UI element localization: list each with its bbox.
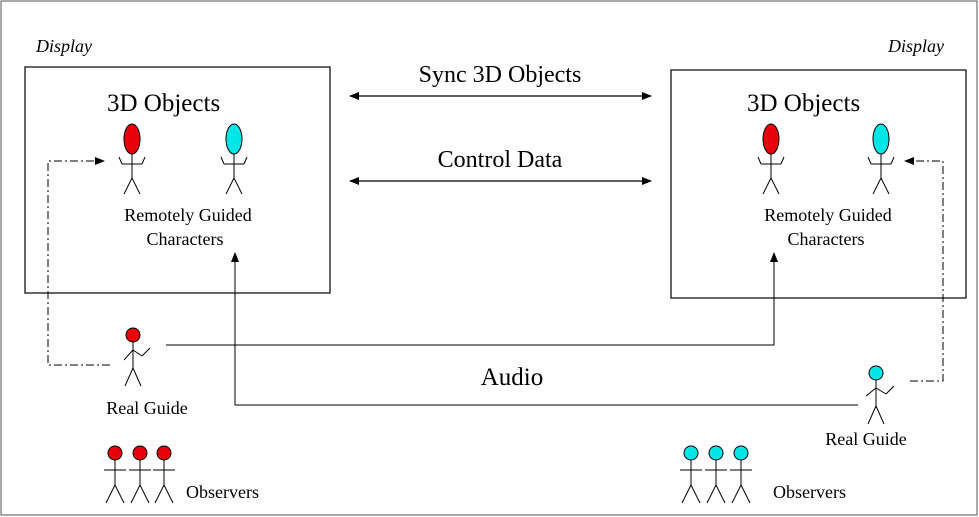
left-guide-label: Real Guide [106, 398, 187, 418]
left-caption-line2: Characters [147, 229, 224, 249]
red-head [123, 123, 141, 155]
observer-figure [730, 445, 752, 504]
right-real-guide-figure [865, 365, 895, 425]
right-guide-label: Real Guide [825, 429, 906, 449]
right-red-character [757, 123, 785, 195]
observer-figure [680, 445, 702, 504]
audio-label: Audio [481, 364, 544, 391]
left-control-dashdot [47, 157, 110, 366]
sync-label: Sync 3D Objects [419, 62, 582, 88]
observer-figure [129, 445, 151, 504]
right-display-box [670, 69, 967, 299]
left-real-guide-figure [123, 327, 151, 387]
cyan-head [225, 123, 243, 155]
right-observers-group [680, 445, 752, 504]
right-cyan-character [867, 123, 895, 195]
observer-figure [153, 445, 175, 504]
observer-figure [104, 445, 126, 504]
right-caption-line1: Remotely Guided [764, 205, 891, 225]
observer-figure [705, 445, 727, 504]
left-observers-label: Observers [186, 482, 259, 502]
right-observers-label: Observers [773, 482, 846, 502]
left-red-character [118, 123, 146, 195]
audio-line-right-guide-to-left-display [231, 252, 858, 406]
right-caption-line2: Characters [788, 229, 865, 249]
control-label: Control Data [438, 147, 563, 173]
left-cyan-character [220, 123, 248, 195]
right-objects-title: 3D Objects [747, 90, 860, 117]
audio-line-left-guide-to-right-display [166, 252, 778, 346]
left-objects-title: 3D Objects [107, 90, 220, 117]
left-caption-line1: Remotely Guided [124, 205, 251, 225]
right-control-dashdot [904, 157, 944, 382]
left-display-box [24, 66, 331, 294]
left-display-label: Display [35, 36, 92, 56]
left-observers-group [104, 445, 175, 504]
right-display-label: Display [887, 36, 944, 56]
